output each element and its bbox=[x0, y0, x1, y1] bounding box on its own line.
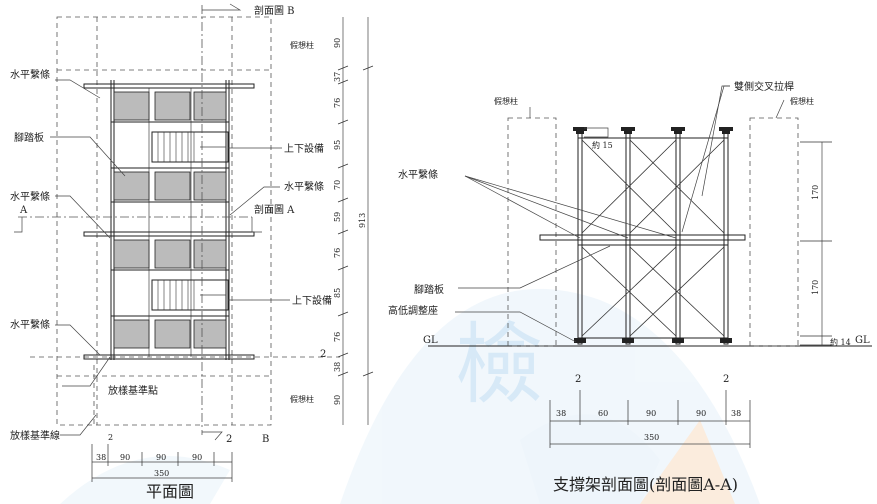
dim-height-upper: 170 bbox=[811, 185, 820, 200]
section-dim-h-1: 60 bbox=[598, 409, 608, 418]
section-dim-h-2: 90 bbox=[646, 409, 656, 418]
plan-scaffold-boards bbox=[113, 91, 227, 349]
label-horizontal-tie-2: 水平繫條 bbox=[10, 190, 50, 203]
section-a-label: 剖面圖 A bbox=[254, 203, 295, 216]
plan-marker-2-right: 2 bbox=[320, 349, 326, 360]
section-horizontal-tie bbox=[539, 234, 746, 241]
base-jacks bbox=[574, 338, 732, 343]
label-horizontal-tie-right: 水平繫條 bbox=[284, 180, 324, 193]
dummy-column-left bbox=[507, 117, 557, 347]
dim-height-lower: 170 bbox=[811, 280, 820, 295]
plan-horizontal-ties bbox=[83, 83, 255, 360]
watermark-text: 檢 bbox=[455, 313, 543, 416]
dim-h-total: 350 bbox=[154, 469, 169, 478]
section-title: 支撐架剖面圖(剖面圖A-A) bbox=[553, 475, 738, 494]
section-a-marker: A bbox=[19, 205, 28, 216]
section-b-cutline bbox=[201, 3, 242, 441]
label-dummy-column-left: 假想柱 bbox=[494, 96, 518, 106]
dim-h-2: 90 bbox=[156, 453, 166, 462]
dim-h-0: 38 bbox=[96, 453, 106, 462]
section-a-cutline bbox=[14, 216, 262, 233]
section-dim-h-4: 38 bbox=[731, 409, 741, 418]
dim-h-3: 90 bbox=[192, 453, 202, 462]
label-dummy-column-right: 假想柱 bbox=[790, 96, 814, 106]
plan-dummy-column-bottom: 假想柱 bbox=[290, 394, 314, 404]
dim-v-8: 76 bbox=[333, 332, 342, 342]
gl-left-label: GL bbox=[423, 335, 438, 346]
plan-view: 剖面圖 B B A 剖面圖 A 假想柱 假想柱 水平繫條 腳踏板 水平繫條 bbox=[10, 3, 374, 501]
plan-marker-2-bottom-left: 2 bbox=[108, 433, 113, 442]
dummy-column-right bbox=[749, 117, 799, 347]
dim-v-7: 85 bbox=[333, 288, 342, 298]
section-dim-h-3: 90 bbox=[696, 409, 706, 418]
label-stair-up-2: 上下設備 bbox=[292, 294, 332, 307]
plan-title: 平面圖 bbox=[146, 482, 194, 501]
watermark: 檢 bbox=[60, 288, 760, 504]
section-marker-2-left: 2 bbox=[575, 374, 581, 385]
dim-h-1: 90 bbox=[120, 453, 130, 462]
dim-v-5: 59 bbox=[333, 212, 342, 222]
cross-braces bbox=[581, 139, 725, 337]
label-cross-brace: 雙側交叉拉桿 bbox=[734, 80, 794, 93]
dim-v-1: 37 bbox=[333, 72, 342, 82]
label-section-scaffold-board: 腳踏板 bbox=[414, 283, 444, 296]
dim-v-2: 76 bbox=[333, 98, 342, 108]
section-marker-2-right: 2 bbox=[723, 374, 729, 385]
section-dim-h-total: 350 bbox=[644, 433, 659, 442]
plan-dummy-column-top: 假想柱 bbox=[290, 40, 314, 50]
label-layout-reference-line: 放樣基準線 bbox=[10, 429, 60, 442]
section-view: GL GL 假想柱 假想柱 bbox=[388, 80, 872, 494]
dim-v-4: 70 bbox=[333, 180, 342, 190]
label-horizontal-tie-3: 水平繫條 bbox=[10, 318, 50, 331]
dim-v-10: 90 bbox=[333, 395, 342, 405]
plan-stairway bbox=[151, 131, 229, 311]
section-b-label-bottom: B bbox=[262, 434, 269, 445]
dim-v-total: 913 bbox=[358, 213, 367, 228]
label-section-horizontal-tie: 水平繫條 bbox=[398, 168, 438, 181]
section-b-label-top: 剖面圖 B bbox=[254, 4, 295, 17]
plan-marker-2-bottom-mid: 2 bbox=[226, 434, 232, 445]
dim-v-9: 38 bbox=[333, 362, 342, 372]
dim-v-3: 95 bbox=[333, 140, 342, 150]
label-approx-15: 約 15 bbox=[592, 140, 613, 150]
section-dim-h-0: 38 bbox=[556, 409, 566, 418]
label-scaffold-board: 腳踏板 bbox=[14, 131, 44, 144]
gl-right-label: GL bbox=[855, 335, 870, 346]
dim-v-0: 90 bbox=[333, 38, 342, 48]
plan-outer-boundary bbox=[56, 16, 272, 426]
label-base-jack: 高低調整座 bbox=[388, 304, 438, 317]
section-horizontal-dimensions: 38 60 90 90 38 350 bbox=[549, 390, 751, 448]
plan-horizontal-dimensions: 38 90 90 90 350 bbox=[91, 444, 233, 482]
label-approx-14: 約 14 bbox=[830, 337, 851, 347]
label-stair-up-1: 上下設備 bbox=[284, 142, 324, 155]
dim-v-6: 76 bbox=[333, 248, 342, 258]
plan-vertical-dimensions: 90 37 76 95 70 59 76 85 76 38 90 913 bbox=[333, 17, 374, 425]
label-layout-reference-point: 放樣基準點 bbox=[108, 384, 158, 397]
label-horizontal-tie-1: 水平繫條 bbox=[10, 68, 50, 81]
section-height-dimensions: 170 170 bbox=[800, 141, 832, 346]
top-jacks bbox=[573, 127, 733, 134]
